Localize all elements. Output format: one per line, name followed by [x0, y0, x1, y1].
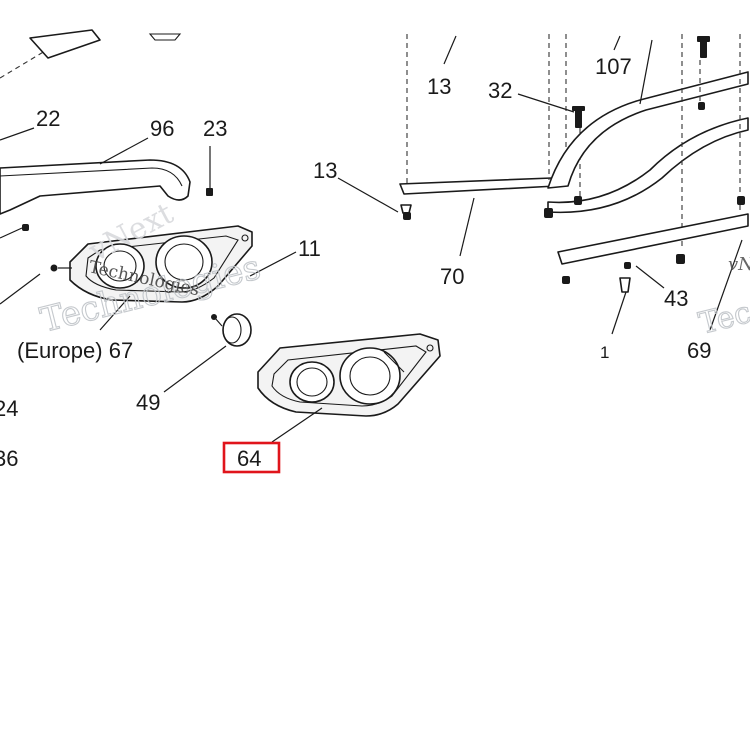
callout-23: 23 [203, 116, 227, 141]
headlight-bezel-64 [257, 333, 441, 417]
callout-32: 32 [488, 78, 512, 103]
callout-1: 1 [600, 343, 609, 362]
callout-64[interactable]: 64 [237, 446, 261, 471]
bolt-23 [206, 146, 213, 196]
callout-labels: 13 107 32 22 96 23 13 11 70 43 (Europe) … [0, 54, 711, 471]
callout-70: 70 [440, 264, 464, 289]
callout-11: 11 [298, 236, 321, 261]
callout-13-left: 13 [313, 158, 337, 183]
callout-43: 43 [664, 286, 688, 311]
frame-tube-70 [399, 34, 581, 220]
top-left-panel [0, 29, 182, 79]
callout-36: 36 [0, 446, 18, 471]
callout-49: 49 [136, 390, 160, 415]
callout-107: 107 [595, 54, 632, 79]
highlight-box[interactable] [222, 441, 281, 474]
highlighted-callout-64[interactable]: 64 [222, 441, 281, 474]
headlight-housing-11 [50, 225, 253, 303]
watermark: vNext Technologies Technologies vN Tec [36, 196, 750, 342]
bolt-107-area [697, 36, 710, 58]
callout-13-top: 13 [427, 74, 451, 99]
callout-69: 69 [687, 338, 711, 363]
lower-rail-69 [557, 213, 749, 293]
callout-67: (Europe) 67 [17, 338, 133, 363]
bolt-32 [572, 106, 585, 128]
callout-96: 96 [150, 116, 174, 141]
fastener-left-edge [0, 224, 29, 239]
watermark-right-fragment: vN [728, 254, 750, 275]
watermark-right-fragment-2: Tec [695, 295, 750, 342]
leader-lines [0, 35, 743, 443]
cap-49 [211, 313, 252, 347]
callout-24: 24 [0, 396, 18, 421]
curved-rail-107 [544, 34, 749, 250]
part-96-bar [0, 159, 191, 215]
callout-22: 22 [36, 106, 60, 131]
